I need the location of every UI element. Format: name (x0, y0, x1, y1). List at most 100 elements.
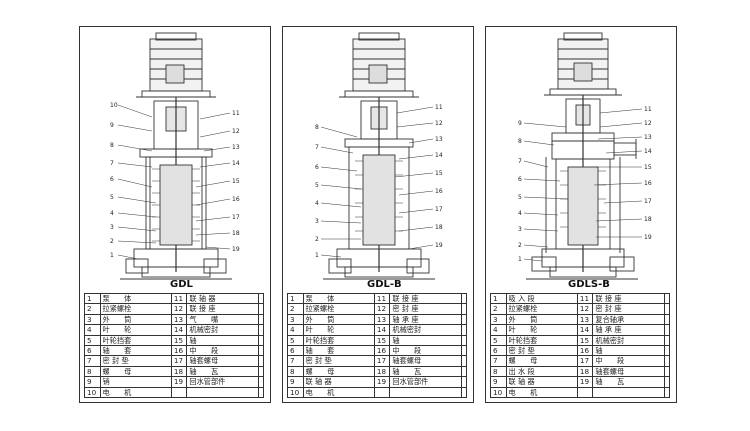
callout-label: 7 (518, 158, 522, 165)
callout-label: 15 (232, 178, 240, 185)
callout-label: 9 (518, 120, 522, 127)
callouts-left-gdl-b: 8 7 6 5 4 3 2 1 (315, 124, 362, 259)
part-number: 12 (373, 303, 391, 315)
part-number: 4 (287, 324, 304, 336)
part-number: 15 (373, 334, 391, 346)
callout-label: 16 (435, 188, 443, 195)
part-name: 外 筒 (505, 313, 578, 326)
callout-label: 17 (232, 214, 240, 221)
callouts-right-gdls-b: 11 12 13 14 15 16 17 18 19 (593, 106, 652, 241)
part-number: 8 (84, 365, 101, 378)
part-number: 6 (84, 344, 101, 357)
part-name: 轴 承 座 (389, 313, 462, 326)
spacer-cell (257, 355, 265, 367)
part-name: 联 轴 器 (505, 376, 578, 388)
part-number: 4 (490, 324, 507, 336)
callout-label: 6 (315, 164, 319, 171)
callout-label: 12 (232, 128, 240, 135)
callout-label: 4 (518, 210, 522, 217)
part-number: 9 (84, 376, 101, 388)
diagram-caption: GDL-B (367, 279, 402, 290)
callout-label: 13 (232, 144, 240, 151)
part-number (576, 386, 594, 398)
callout-label: 1 (315, 252, 319, 259)
part-name: 轴套螺母 (389, 355, 462, 367)
part-name: 中 段 (592, 355, 665, 367)
part-name: 机械密封 (186, 324, 259, 336)
part-name: 密 封 座 (592, 303, 665, 315)
spacer-cell (663, 303, 671, 315)
part-name: 轴 瓦 (389, 365, 462, 378)
spacer-cell (257, 344, 265, 357)
callouts-right-gdl-b: 11 12 13 14 15 16 17 18 19 (394, 104, 443, 250)
part-number: 6 (287, 344, 304, 357)
part-number: 11 (170, 292, 188, 305)
part-name: 拉紧螺栓 (505, 303, 578, 315)
part-number (373, 386, 391, 398)
callout-label: 16 (644, 180, 652, 187)
spacer-cell (460, 324, 468, 336)
part-number: 15 (170, 334, 188, 346)
spacer-cell (460, 386, 468, 398)
part-number: 15 (576, 334, 594, 346)
part-name (389, 386, 462, 398)
part-number: 14 (373, 324, 391, 336)
callout-label: 18 (232, 230, 240, 237)
callout-label: 5 (110, 194, 114, 201)
callout-label: 5 (518, 194, 522, 201)
part-number: 5 (287, 334, 304, 346)
callout-label: 6 (518, 176, 522, 183)
callout-label: 15 (435, 170, 443, 177)
part-name: 电 机 (505, 386, 578, 398)
part-name: 叶轮挡套 (99, 334, 172, 346)
part-number: 2 (287, 303, 304, 315)
part-name: 轴 套 (99, 344, 172, 357)
part-name: 叶轮挡套 (302, 334, 375, 346)
callout-label: 8 (110, 142, 114, 149)
part-number: 6 (490, 344, 507, 357)
callout-label: 14 (644, 148, 652, 155)
part-name: 轴套螺母 (186, 355, 259, 367)
spacer-cell (663, 355, 671, 367)
spacer-cell (663, 292, 671, 305)
part-name: 联 接 座 (592, 292, 665, 305)
part-number: 1 (287, 292, 304, 305)
part-number: 11 (576, 292, 594, 305)
callouts-left-gdl: 10 9 8 7 6 5 4 3 2 1 (110, 102, 157, 260)
callout-label: 7 (110, 160, 114, 167)
part-name: 拉紧螺栓 (99, 303, 172, 315)
panel-gdl-b: 8 7 6 5 4 3 2 1 11 12 13 14 15 16 17 (282, 26, 474, 403)
spacer-cell (257, 376, 265, 388)
spacer-cell (460, 355, 468, 367)
part-number: 14 (170, 324, 188, 336)
callouts-right-gdl: 11 12 13 14 15 16 17 18 19 (195, 110, 240, 253)
callout-label: 3 (315, 218, 319, 225)
callout-label: 19 (435, 242, 443, 249)
part-name: 叶 轮 (99, 324, 172, 336)
part-number: 2 (84, 303, 101, 315)
part-name: 螺 母 (302, 365, 375, 378)
part-name: 联 轴 器 (186, 292, 259, 305)
spacer-cell (663, 376, 671, 388)
part-name: 拉紧螺栓 (302, 303, 375, 315)
part-number: 13 (373, 313, 391, 326)
callout-label: 9 (110, 122, 114, 129)
part-name: 轴 (186, 334, 259, 346)
callout-label: 1 (110, 252, 114, 259)
spacer-cell (257, 386, 265, 398)
